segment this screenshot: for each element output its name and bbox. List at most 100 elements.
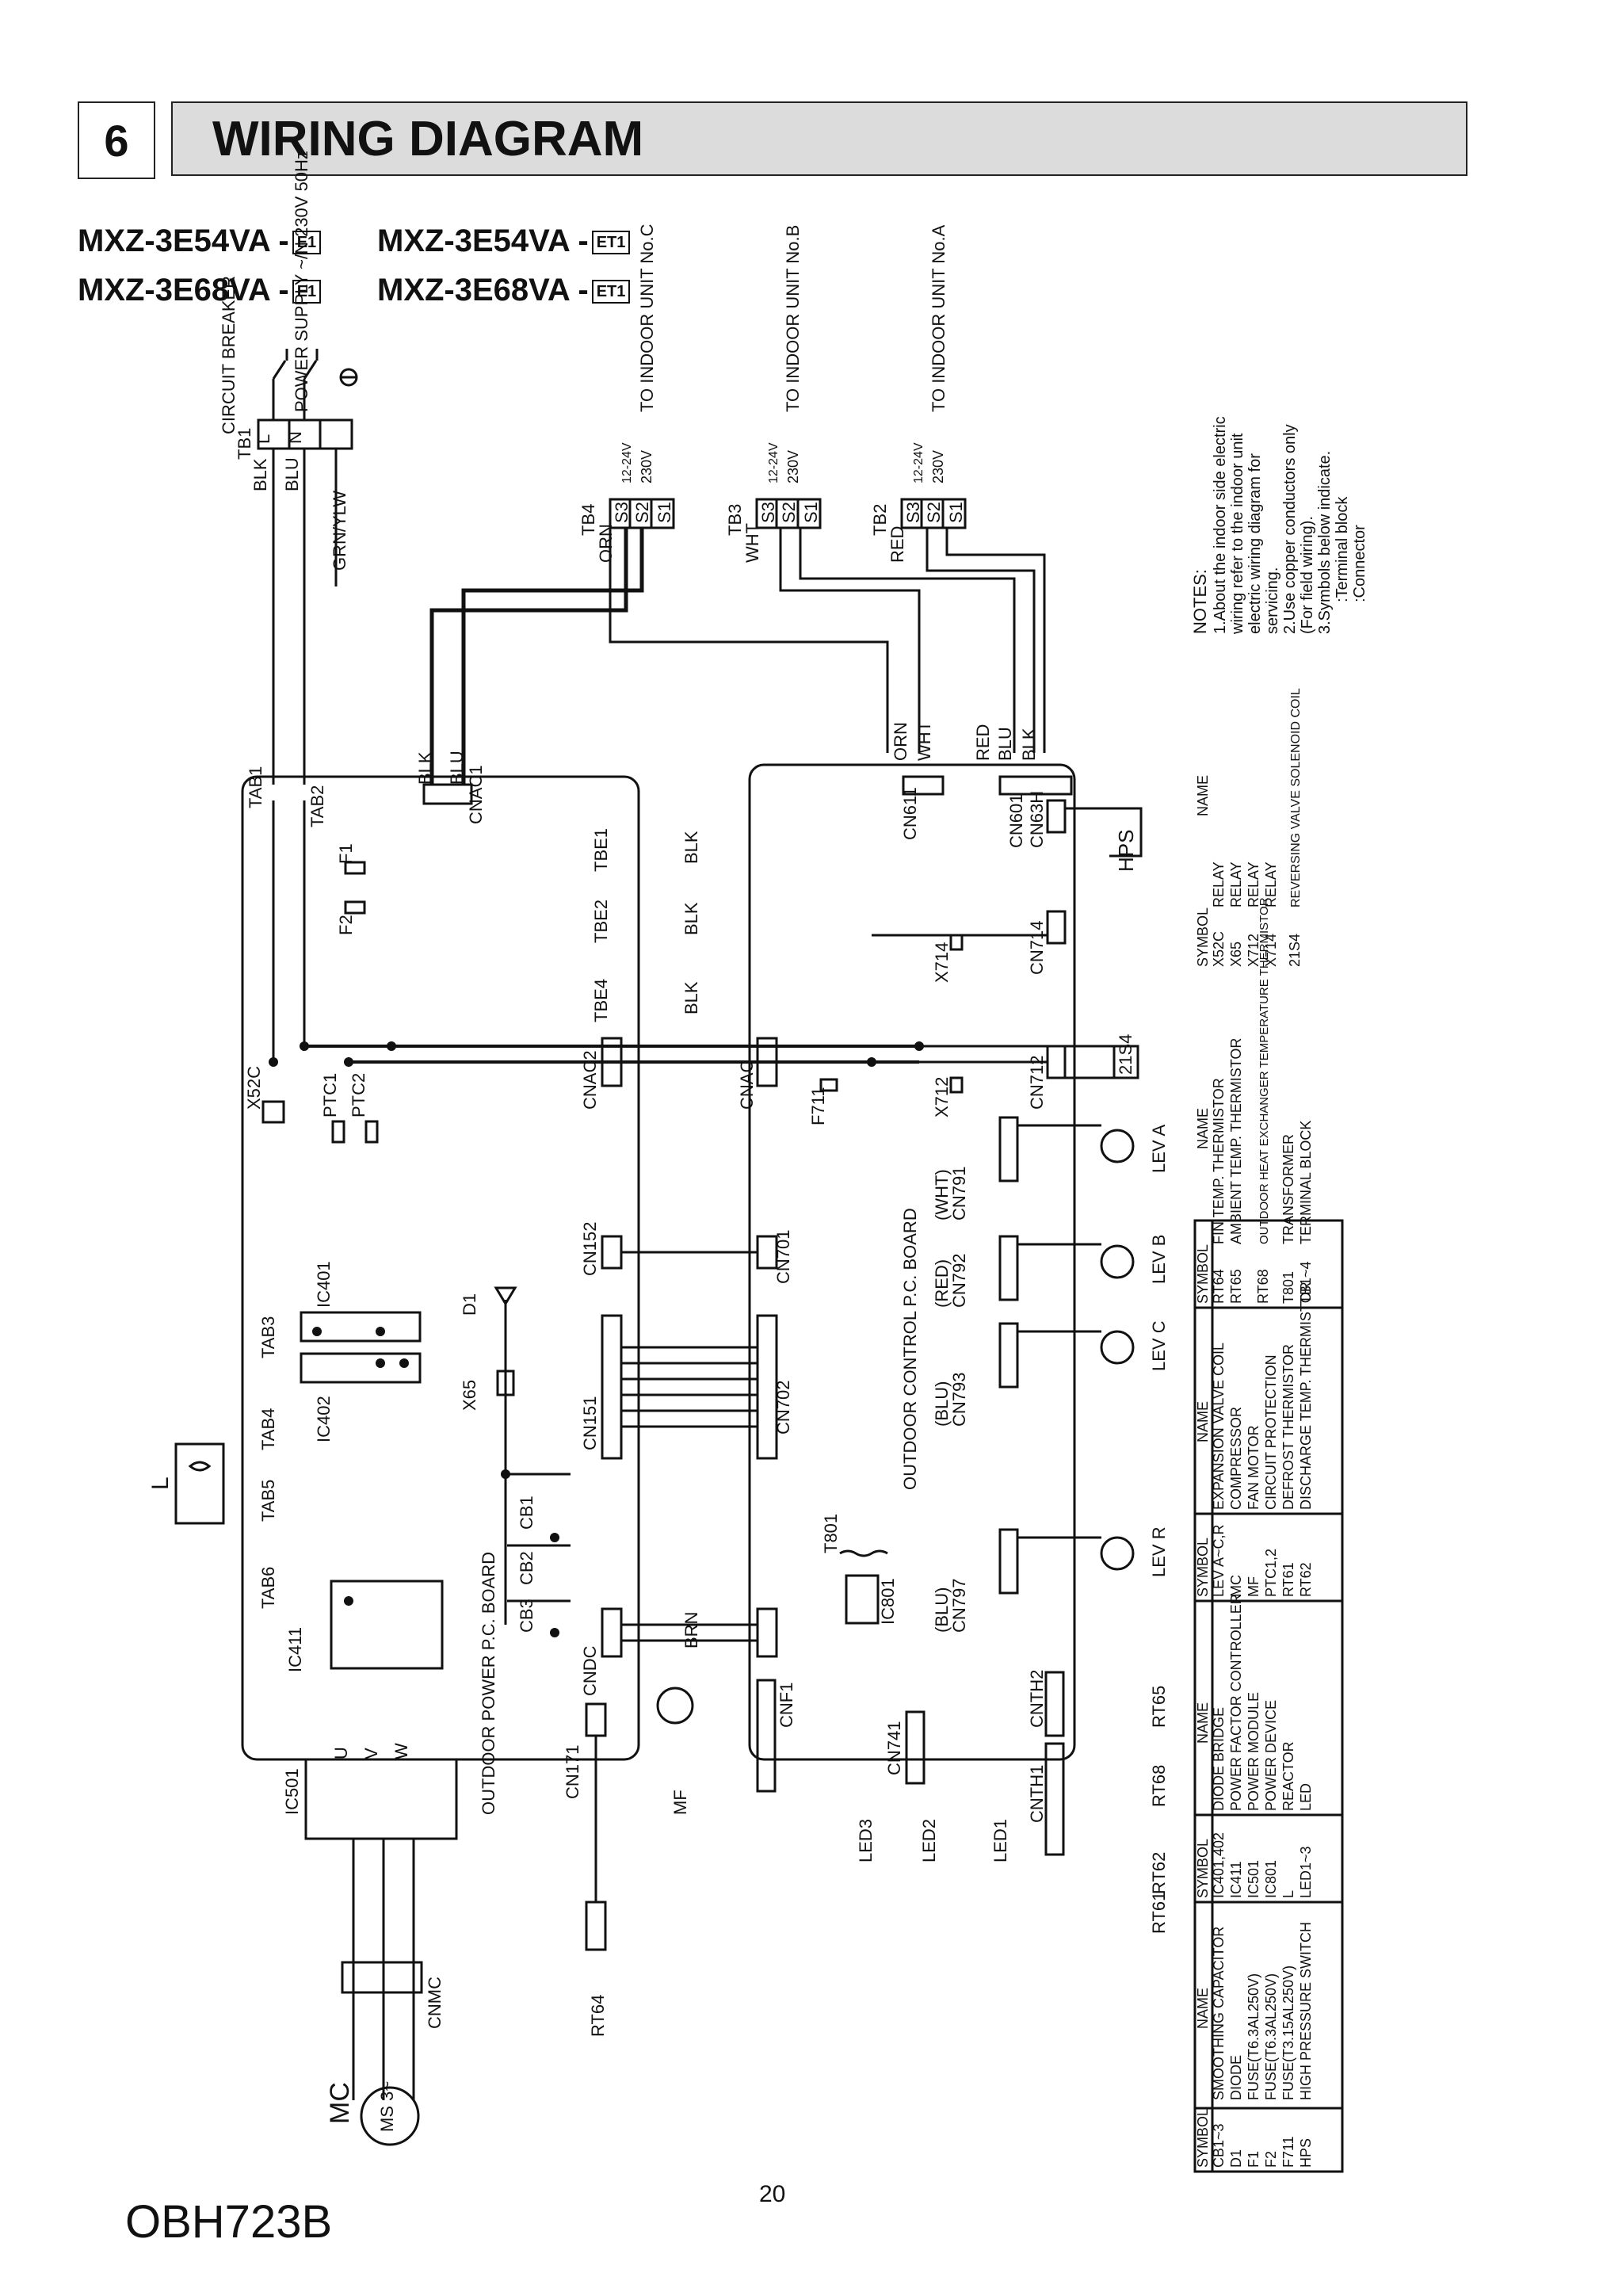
svg-text:RELAY: RELAY — [1228, 861, 1244, 907]
svg-text:S3: S3 — [612, 502, 632, 523]
cn151-connector — [601, 1314, 623, 1460]
tb2-label: TB2 — [870, 504, 890, 536]
cndc-control-connector — [756, 1607, 778, 1658]
breaker-label: CIRCUIT BREAKER — [219, 276, 239, 434]
model-label: MXZ-3E54VA -ET1 — [377, 223, 631, 259]
document-code: OBH723B — [125, 2196, 333, 2248]
svg-text:12-24V: 12-24V — [620, 442, 634, 483]
legend-table — [1193, 1219, 1344, 2173]
svg-text:CN151: CN151 — [580, 1396, 600, 1450]
cnth1-connector — [1044, 1742, 1065, 1856]
cn792-connector — [998, 1235, 1019, 1301]
cn702-connector — [756, 1314, 778, 1460]
svg-text:IC411: IC411 — [1228, 1861, 1244, 1898]
fuse-f1 — [344, 861, 366, 875]
power-supply-label: POWER SUPPLY ~/N 230V 50Hz — [292, 151, 311, 412]
page-number: 20 — [759, 2181, 786, 2207]
cndc-connector — [601, 1607, 623, 1658]
relay-x712 — [949, 1076, 964, 1094]
svg-text:TBE4: TBE4 — [591, 979, 611, 1022]
model-code-box: ET1 — [591, 231, 631, 255]
svg-text:LEV A~C,R: LEV A~C,R — [1211, 1524, 1227, 1597]
indoor-a-label: TO INDOOR UNIT No.A — [929, 224, 948, 412]
svg-text:PTC1: PTC1 — [320, 1073, 340, 1117]
wire-blu-label: BLU — [282, 457, 302, 491]
svg-text:TAB1: TAB1 — [246, 766, 265, 808]
svg-text:BLU: BLU — [447, 751, 467, 785]
svg-text:BLK: BLK — [681, 831, 701, 864]
svg-text:S2: S2 — [924, 502, 944, 523]
svg-text:COMPRESSOR: COMPRESSOR — [1228, 1407, 1244, 1510]
svg-text:F1: F1 — [1246, 2151, 1261, 2168]
svg-text:MS 3~: MS 3~ — [377, 2081, 397, 2132]
breaker-switch — [272, 360, 287, 380]
svg-text:CN702: CN702 — [773, 1381, 793, 1435]
svg-text:V: V — [361, 1748, 381, 1759]
svg-text:RT62: RT62 — [1298, 1562, 1314, 1597]
svg-text:CNDC: CNDC — [580, 1645, 600, 1696]
model-code-box: E1 — [292, 231, 322, 255]
svg-text:DEFROST THERMISTOR: DEFROST THERMISTOR — [1280, 1344, 1296, 1510]
transformer-t801 — [839, 1549, 888, 1557]
svg-text:CNTH1: CNTH1 — [1027, 1765, 1047, 1823]
hps-switch — [1065, 807, 1143, 858]
svg-text:230V: 230V — [930, 450, 946, 483]
svg-text:TAB4: TAB4 — [258, 1408, 278, 1450]
compressor-label: MC — [325, 2082, 355, 2124]
svg-text:CN712: CN712 — [1027, 1056, 1047, 1110]
svg-text:IC501: IC501 — [1246, 1860, 1261, 1898]
svg-text:CB2: CB2 — [517, 1551, 536, 1585]
svg-text:(BLU): (BLU) — [932, 1381, 952, 1427]
svg-text:RED: RED — [973, 724, 993, 761]
svg-text:wiring refer to the indoor uni: wiring refer to the indoor unit — [1229, 433, 1246, 635]
svg-text:REVERSING VALVE SOLENOID COIL: REVERSING VALVE SOLENOID COIL — [1289, 688, 1303, 907]
relay-x714 — [949, 934, 964, 951]
svg-text:BRN: BRN — [681, 1612, 701, 1648]
tb3-label: TB3 — [725, 504, 745, 536]
svg-text:230V: 230V — [785, 450, 801, 483]
ic801 — [845, 1574, 880, 1625]
svg-text:CIRCUIT PROTECTION: CIRCUIT PROTECTION — [1263, 1354, 1279, 1510]
svg-text:F711: F711 — [808, 1087, 828, 1125]
wire-orn-label: ORN — [596, 524, 616, 563]
svg-text:RELAY: RELAY — [1246, 861, 1261, 907]
svg-text:21S4: 21S4 — [1116, 1034, 1135, 1075]
svg-text:T801: T801 — [1280, 1271, 1296, 1304]
ptc1 — [331, 1120, 345, 1144]
svg-text:REACTOR: REACTOR — [1280, 1741, 1296, 1811]
svg-text:POWER DEVICE: POWER DEVICE — [1263, 1700, 1279, 1811]
svg-text:LED3: LED3 — [856, 1819, 876, 1862]
svg-text:IC411: IC411 — [285, 1627, 305, 1672]
model-code-box: E1 — [292, 280, 322, 304]
wire-blk-label: BLK — [250, 458, 270, 491]
svg-text:(WHT): (WHT) — [932, 1169, 952, 1221]
svg-text:DIODE BRIDGE: DIODE BRIDGE — [1211, 1707, 1227, 1811]
ic402-diode-bridge — [300, 1352, 422, 1384]
svg-text:T801: T801 — [821, 1514, 841, 1553]
svg-text:NAME: NAME — [1195, 1108, 1211, 1149]
svg-text:12-24V: 12-24V — [912, 442, 925, 483]
svg-text:X52C: X52C — [1211, 931, 1227, 967]
svg-text:CN171: CN171 — [563, 1745, 582, 1799]
ic411-pfc — [330, 1580, 444, 1670]
compressor-mc — [360, 2086, 420, 2146]
svg-text:FUSE(T6.3AL250V): FUSE(T6.3AL250V) — [1246, 1973, 1261, 2100]
svg-text:CB3: CB3 — [517, 1599, 536, 1633]
svg-text:1.About the indoor side electr: 1.About the indoor side electric — [1212, 416, 1229, 634]
tb3-terminal-block — [755, 498, 822, 529]
coil-21s4 — [1113, 1045, 1139, 1079]
svg-text:CNAC: CNAC — [737, 1060, 757, 1110]
svg-text:SMOOTHING CAPACITOR: SMOOTHING CAPACITOR — [1211, 1927, 1227, 2100]
svg-text:RT61: RT61 — [1280, 1562, 1296, 1597]
svg-text:21S4: 21S4 — [1287, 934, 1303, 967]
svg-text:RELAY: RELAY — [1263, 861, 1279, 907]
svg-text:DIODE: DIODE — [1228, 2055, 1244, 2100]
svg-text:SYMBOL: SYMBOL — [1195, 907, 1211, 967]
svg-text:AMBIENT TEMP. THERMISTOR: AMBIENT TEMP. THERMISTOR — [1228, 1038, 1244, 1244]
svg-text:CNAC1: CNAC1 — [466, 765, 486, 824]
fan-motor-mf — [656, 1687, 694, 1725]
svg-text:LED1~3: LED1~3 — [1298, 1846, 1314, 1898]
model-label: MXZ-3E54VA -E1 — [78, 223, 322, 259]
svg-text:IC801: IC801 — [878, 1578, 898, 1625]
relay-x52c — [261, 1100, 285, 1124]
